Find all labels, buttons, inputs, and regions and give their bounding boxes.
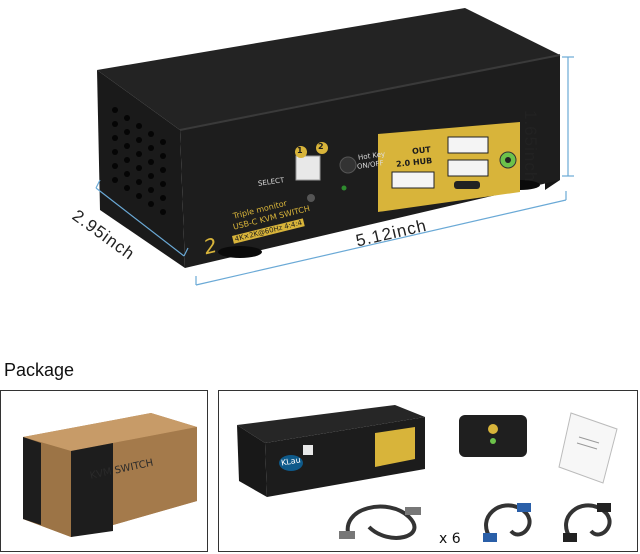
height-dimension-label: 1.65inch bbox=[521, 110, 540, 183]
select-button bbox=[295, 155, 321, 181]
hotkey-remote-image bbox=[459, 415, 527, 457]
port-2-indicator bbox=[316, 142, 328, 154]
usb-cable-black-image bbox=[563, 503, 612, 542]
hotkey-button bbox=[339, 156, 357, 174]
package-contents-panel: KLau x 6 bbox=[218, 390, 638, 552]
manual-image bbox=[558, 412, 618, 484]
usbc-cable-image bbox=[339, 504, 421, 540]
kvm-switch-product-image bbox=[95, 8, 574, 286]
kvm-box-image bbox=[23, 413, 197, 537]
package-heading: Package bbox=[4, 360, 75, 380]
port-2-label: 2 bbox=[318, 142, 324, 151]
package-box-panel: KVM SWITCH bbox=[0, 390, 208, 552]
cable-count: x 6 bbox=[439, 531, 461, 547]
kvm-unit-thumbnail bbox=[237, 405, 425, 497]
usb-cable-blue-image bbox=[483, 503, 532, 542]
port-1-indicator bbox=[295, 146, 307, 158]
port-1-label: 1 bbox=[297, 146, 303, 155]
